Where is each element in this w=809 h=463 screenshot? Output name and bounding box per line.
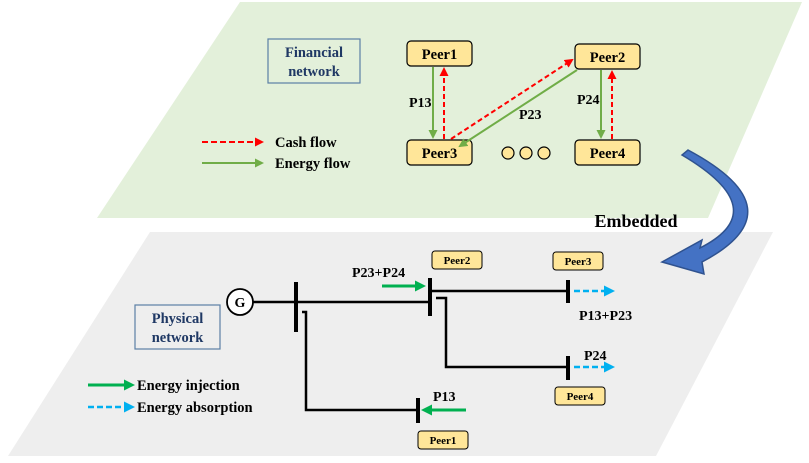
label-p23-financial: P23: [519, 108, 542, 123]
physical-lines: [253, 289, 568, 412]
peer3-node: Peer3: [406, 139, 473, 166]
peer1-label: Peer1: [422, 47, 457, 63]
physical-title-line2: network: [152, 330, 204, 346]
cash-flow-peer3-peer2: [450, 58, 574, 140]
physical-peer3-tag: Peer3: [552, 251, 604, 271]
label-p13-physical: P13: [433, 390, 456, 405]
peer4-node: Peer4: [574, 139, 641, 166]
peer1-node: Peer1: [406, 40, 473, 67]
physical-title-line1: Physical: [152, 311, 204, 327]
financial-title-line1: Financial: [285, 45, 343, 61]
physical-peer1-tag: Peer1: [417, 430, 469, 450]
energy-flow-peer2-peer3: [458, 69, 578, 148]
embedded-arrow: [660, 149, 749, 276]
financial-title-box: [267, 38, 361, 84]
label-p13-p23: P13+P23: [579, 309, 632, 324]
physical-peer3-label: Peer3: [565, 256, 592, 268]
legend-energy-flow-label: Energy flow: [275, 156, 351, 172]
embedded-label: Embedded: [594, 211, 677, 231]
peer2-node: Peer2: [574, 43, 641, 70]
financial-title-line2: network: [288, 64, 340, 80]
physical-peer4-label: Peer4: [567, 391, 594, 403]
label-p24-physical: P24: [584, 349, 607, 364]
physical-peer2-label: Peer2: [444, 255, 471, 267]
ellipsis-dot-1: [501, 146, 515, 160]
label-p13-financial: P13: [409, 96, 432, 111]
peer4-label: Peer4: [590, 146, 625, 162]
generator-label: G: [235, 296, 246, 311]
peer2-label: Peer2: [590, 50, 625, 66]
legend-absorption-label: Energy absorption: [137, 400, 253, 416]
legend-injection-label: Energy injection: [137, 378, 240, 394]
physical-title-box: [134, 304, 221, 350]
physical-peer4-tag: Peer4: [554, 386, 606, 406]
legend-cash-flow-label: Cash flow: [275, 135, 337, 151]
physical-peer2-tag: Peer2: [431, 250, 483, 270]
peer3-label: Peer3: [422, 146, 457, 162]
financial-plane: [97, 2, 802, 218]
physical-peer1-label: Peer1: [430, 435, 457, 447]
ellipsis-dot-3: [537, 146, 551, 160]
label-p23-p24: P23+P24: [352, 266, 405, 281]
label-p24-financial: P24: [577, 93, 600, 108]
ellipsis-dot-2: [519, 146, 533, 160]
